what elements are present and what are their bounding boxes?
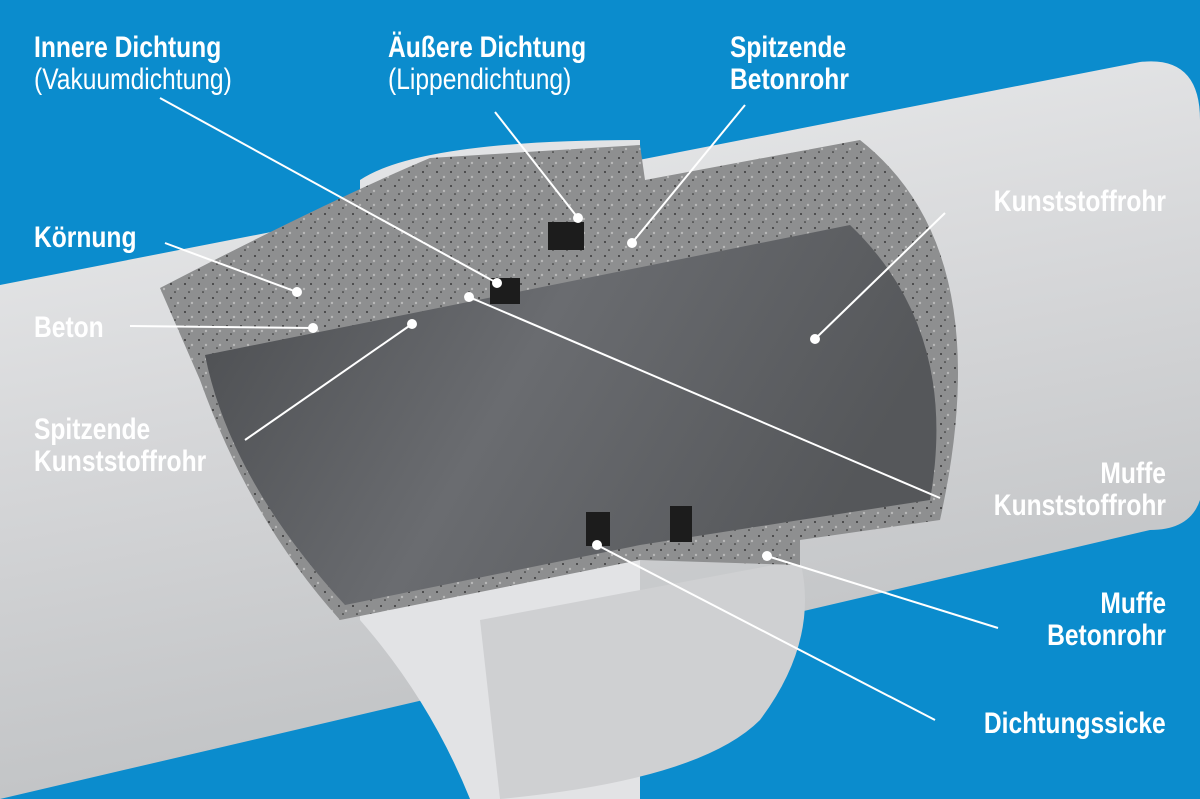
label-spigot-plastic-1: Spitzende bbox=[34, 413, 151, 446]
label-socket-concrete-1: Muffe bbox=[1100, 587, 1166, 620]
label-inner-seal-sub: (Vakuumdichtung) bbox=[34, 63, 232, 96]
socket-bulge-lower bbox=[480, 560, 805, 799]
label-grain: Körnung bbox=[34, 221, 137, 254]
label-outer-seal-sub: (Lippendichtung) bbox=[388, 63, 572, 96]
label-outer-seal-title: Äußere Dichtung bbox=[388, 31, 587, 64]
label-socket-plastic-1: Muffe bbox=[1100, 457, 1166, 490]
label-socket-concrete-2: Betonrohr bbox=[1047, 619, 1166, 652]
label-socket-plastic-2: Kunststoffrohr bbox=[993, 489, 1166, 522]
label-inner-seal: Innere Dichtung(Vakuumdichtung) bbox=[34, 32, 232, 96]
outer-seal-bottom bbox=[670, 506, 692, 542]
plastic-pipe-interior bbox=[205, 225, 937, 605]
label-outer-seal: Äußere Dichtung(Lippendichtung) bbox=[388, 32, 586, 96]
leader-lines bbox=[129, 97, 999, 721]
label-plastic-pipe: Kunststoffrohr bbox=[993, 185, 1166, 218]
label-concrete: Beton bbox=[34, 311, 104, 344]
outer-seal-top bbox=[548, 222, 584, 250]
label-spigot-concrete-1: Spitzende bbox=[730, 31, 847, 64]
label-spigot-concrete-2: Betonrohr bbox=[730, 63, 849, 96]
label-spigot-plastic-2: Kunststoffrohr bbox=[34, 445, 207, 478]
label-seal-groove: Dichtungssicke bbox=[984, 707, 1166, 740]
label-inner-seal-title: Innere Dichtung bbox=[34, 31, 222, 64]
